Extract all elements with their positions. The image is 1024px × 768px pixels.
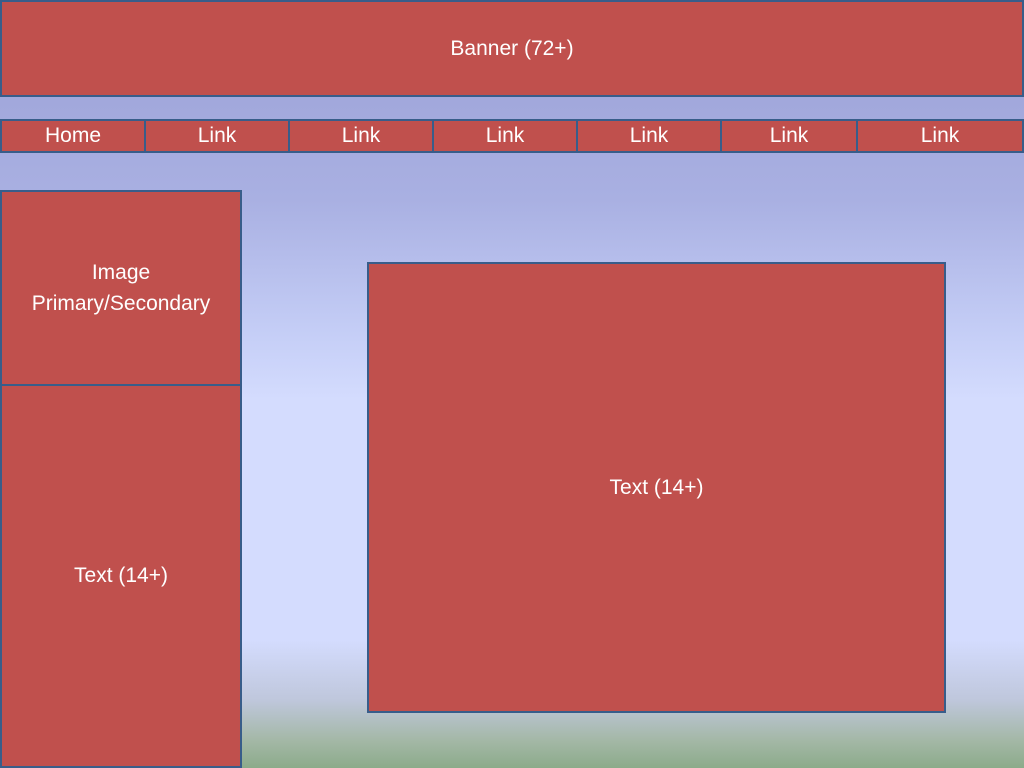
nav-item-label: Link [629,124,669,147]
nav-link-4[interactable]: Link [576,119,722,153]
image-type-label: Primary/Secondary [31,292,211,315]
nav-link-3[interactable]: Link [432,119,578,153]
nav-bar: Home Link Link Link Link Link Link [0,119,1024,153]
image-placeholder: Image Primary/Secondary [0,190,242,386]
sidebar-text-placeholder: Text (14+) [0,384,242,768]
nav-link-6[interactable]: Link [856,119,1024,153]
nav-item-label: Home [44,124,102,147]
nav-item-label: Link [920,124,960,147]
nav-home-link[interactable]: Home [0,119,146,153]
sidebar-text-label: Text (14+) [74,564,168,587]
nav-link-1[interactable]: Link [144,119,290,153]
main-text-label: Text (14+) [609,475,704,499]
nav-item-label: Link [341,124,381,147]
nav-link-5[interactable]: Link [720,119,858,153]
image-label: Image [91,261,151,284]
nav-item-label: Link [197,124,237,147]
banner-label: Banner (72+) [450,36,574,60]
nav-item-label: Link [485,124,525,147]
banner-placeholder: Banner (72+) [0,0,1024,97]
main-text-placeholder: Text (14+) [367,262,946,713]
nav-item-label: Link [769,124,809,147]
nav-link-2[interactable]: Link [288,119,434,153]
